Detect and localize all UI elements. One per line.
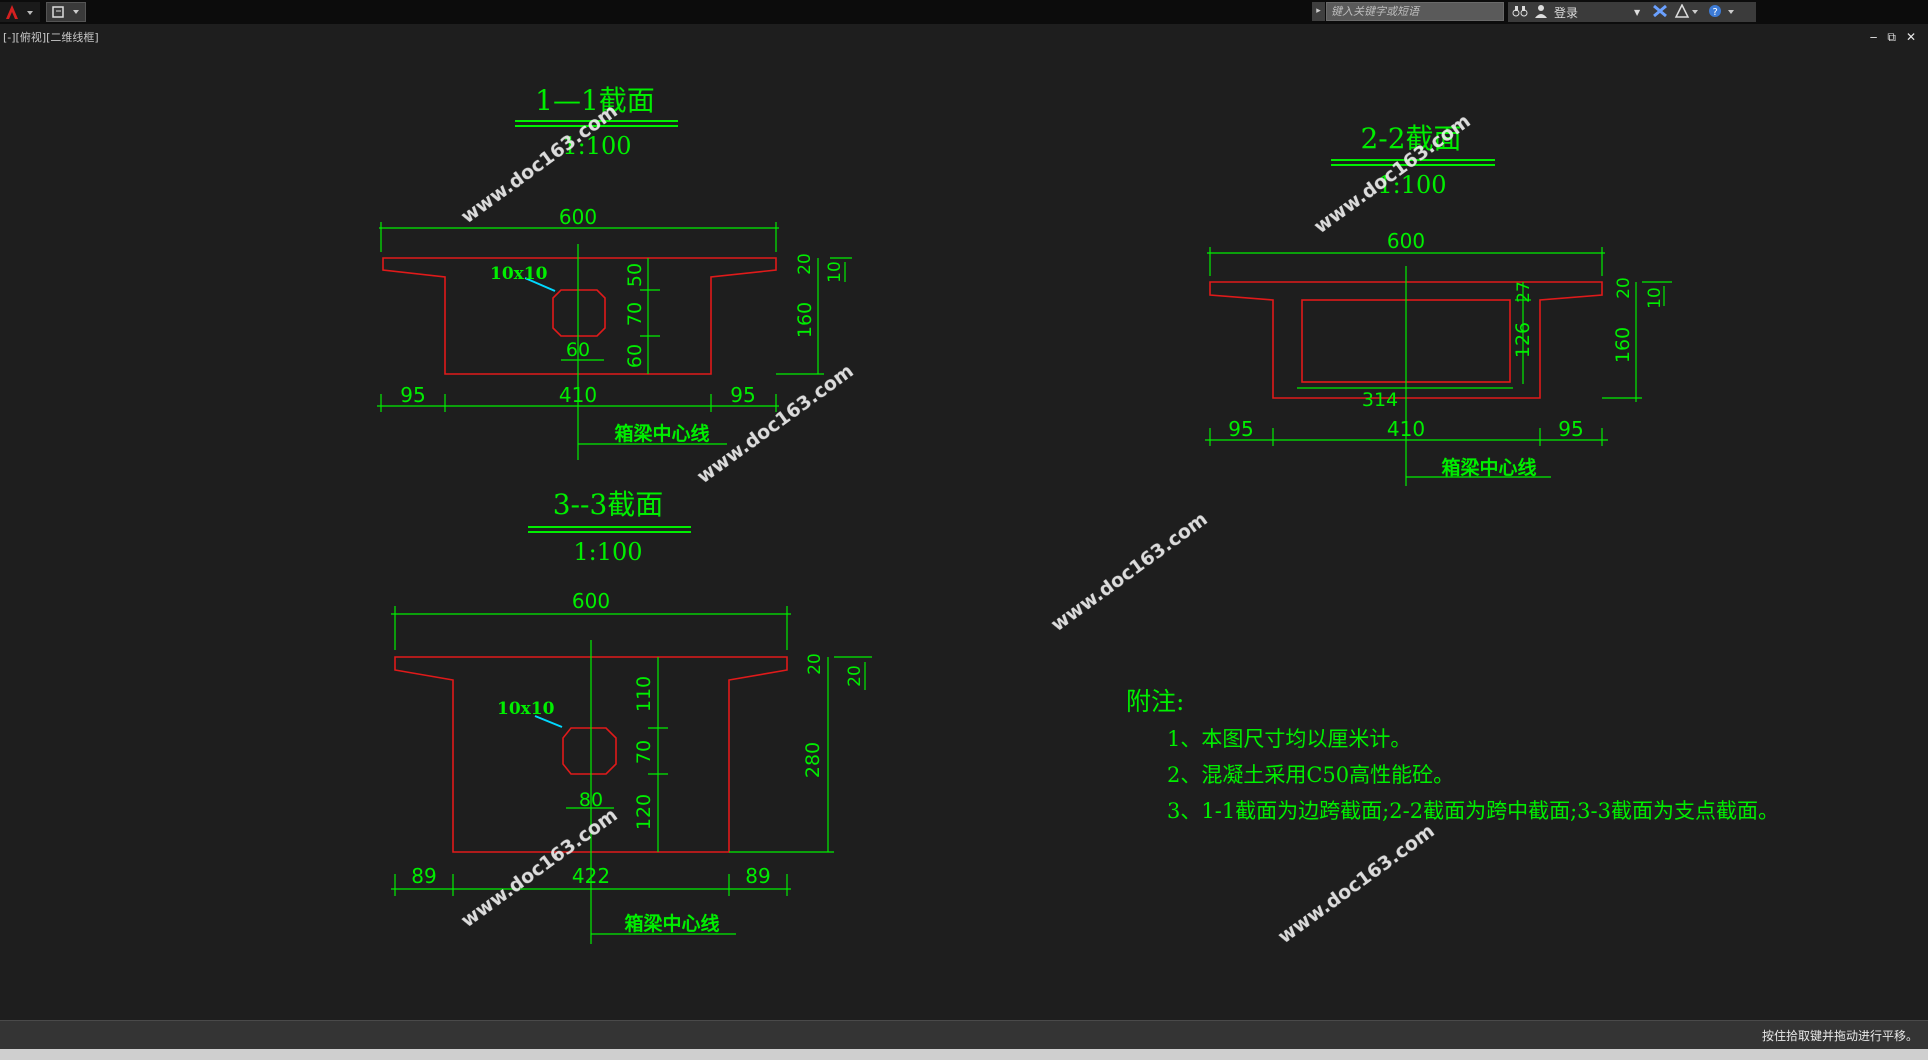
login-link[interactable]: 登录 [1554, 5, 1579, 20]
note-item: 1、本图尺寸均以厘米计。 [1167, 727, 1411, 751]
watermark-text: www.doc163.com [693, 360, 858, 488]
dim-text-600: 600 [1387, 229, 1425, 253]
section-scale: 1:100 [573, 538, 642, 566]
notes-heading: 附注: [1126, 687, 1184, 716]
section-scale: 1:100 [562, 132, 631, 160]
viewport-controls-label[interactable]: [-][俯视][二维线框] [3, 31, 99, 44]
hole-outline [552, 289, 606, 337]
window-bottom-edge [0, 1049, 1928, 1060]
section-2-2: 2-2截面 1:100 600 27 12 [1205, 122, 1672, 486]
close-icon[interactable]: ✕ [1905, 30, 1916, 44]
dim-text-160: 160 [1612, 327, 1634, 363]
dim-text-60v: 60 [624, 344, 646, 368]
dim-text-left: 89 [411, 864, 436, 888]
watermark-text: www.doc163.com [1047, 508, 1212, 636]
dim-text-left: 95 [1228, 417, 1253, 441]
svg-text:?: ? [1713, 7, 1718, 18]
centerline-label: 箱梁中心线 [1441, 456, 1536, 479]
dim-text-70: 70 [624, 302, 646, 326]
dim-text-20a: 20 [805, 653, 825, 675]
dim-text-126: 126 [1512, 322, 1534, 358]
dim-text-50: 50 [624, 263, 646, 287]
dim-text-120: 120 [633, 794, 655, 830]
dim-text-600: 600 [572, 589, 610, 613]
centerline-label: 箱梁中心线 [614, 422, 709, 445]
hole-label: 10x10 [497, 699, 555, 719]
user-icon [1534, 4, 1550, 21]
centerline-label: 箱梁中心线 [624, 912, 719, 935]
dim-text-right: 95 [1558, 417, 1583, 441]
status-bar: 按住拾取键并拖动进行平移。 [0, 1020, 1928, 1049]
dim-text-314: 314 [1362, 389, 1398, 411]
title-bar: ▸ 键入关键字或短语 登录 ▼ ? [0, 0, 1928, 24]
section-1-1: 1—1截面 1:100 600 [377, 84, 852, 460]
note-item: 2、混凝土采用C50高性能砼。 [1167, 763, 1454, 787]
quick-access-toolbar-button[interactable] [46, 2, 86, 22]
section-title: 2-2截面 [1360, 122, 1461, 155]
section-title: 1—1截面 [535, 84, 655, 117]
dim-text-20: 20 [795, 253, 815, 275]
autocad-logo-icon [6, 5, 33, 19]
dim-text-10: 10 [1645, 287, 1665, 309]
notes-block: 附注: 1、本图尺寸均以厘米计。 2、混凝土采用C50高性能砼。 3、1-1截面… [1126, 687, 1779, 823]
login-dropdown-icon[interactable]: ▼ [1634, 7, 1641, 17]
quick-access-icon [52, 6, 79, 18]
application-menu-button[interactable] [0, 2, 40, 22]
dim-text-27: 27 [1514, 281, 1534, 303]
dim-text-20b: 20 [845, 665, 865, 687]
exchange-icon[interactable] [1652, 4, 1674, 21]
dim-text-10: 10 [825, 261, 845, 283]
hole-outline [562, 727, 617, 775]
minimize-icon[interactable]: ‒ [1869, 30, 1878, 44]
dim-text-70: 70 [633, 740, 655, 764]
binoculars-icon[interactable] [1512, 4, 1530, 21]
infocenter-toolbar: 登录 ▼ ? [1508, 2, 1756, 22]
dim-text-mid: 410 [1387, 417, 1425, 441]
dim-text-right: 89 [745, 864, 770, 888]
hole-label: 10x10 [490, 264, 548, 284]
viewport-window-controls: ‒ ⧉ ✕ [1870, 30, 1916, 45]
beam-outline [1209, 281, 1603, 399]
dim-text-160: 160 [794, 302, 816, 338]
dim-text-20: 20 [1614, 277, 1634, 299]
hole-leader [534, 715, 563, 728]
search-expand-arrow-icon[interactable]: ▸ [1312, 2, 1325, 21]
section-3-3: 3--3截面 1:100 600 [391, 488, 872, 944]
section-scale: 1:100 [1377, 171, 1446, 199]
dim-text-mid: 410 [559, 383, 597, 407]
dim-text-left: 95 [400, 383, 425, 407]
beam-outline [382, 257, 777, 375]
dim-text-600: 600 [559, 205, 597, 229]
status-message: 按住拾取键并拖动进行平移。 [1761, 1029, 1918, 1043]
section-title: 3--3截面 [553, 488, 664, 521]
dim-text-mid: 422 [572, 864, 610, 888]
note-item: 3、1-1截面为边跨截面;2-2截面为跨中截面;3-3截面为支点截面。 [1167, 799, 1779, 823]
dim-text-110: 110 [633, 676, 655, 712]
dim-text-right: 95 [730, 383, 755, 407]
hole-leader [524, 277, 556, 292]
search-input[interactable]: 键入关键字或短语 [1326, 2, 1504, 21]
dim-text-80: 80 [579, 789, 603, 811]
autodesk-app-icon[interactable] [1674, 2, 1702, 21]
dim-text-60h: 60 [566, 339, 590, 361]
help-icon[interactable]: ? [1708, 4, 1738, 21]
dim-text-280: 280 [802, 742, 824, 778]
restore-icon[interactable]: ⧉ [1887, 30, 1896, 44]
watermark-text: www.doc163.com [1274, 820, 1439, 948]
